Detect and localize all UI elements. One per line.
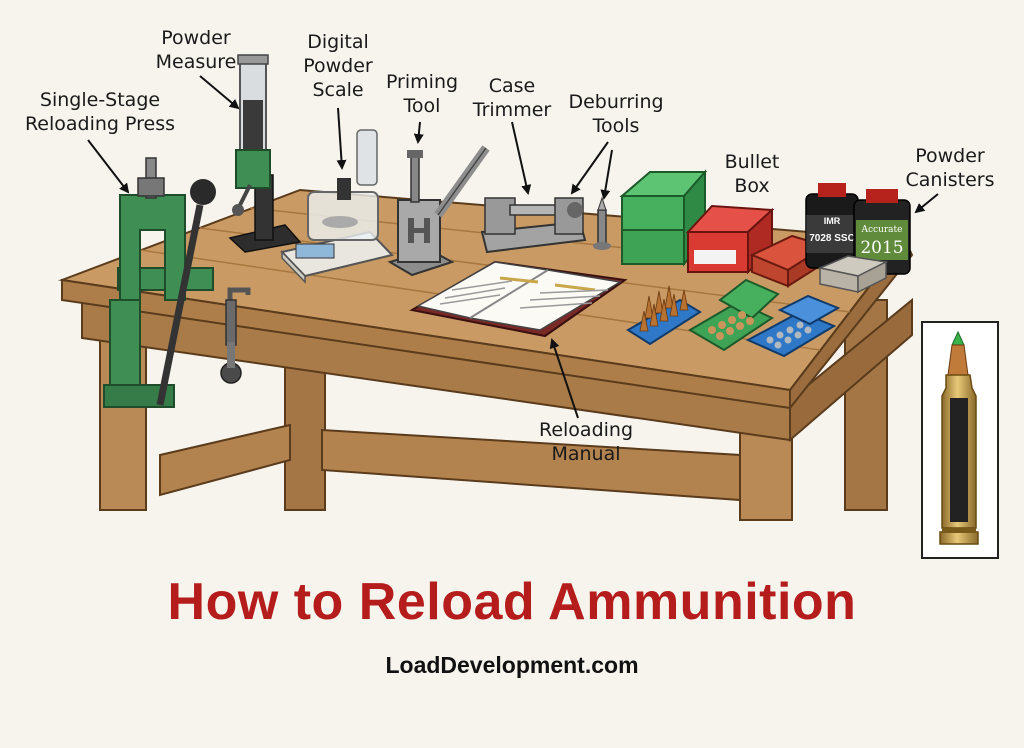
bullet-box (685, 204, 775, 275)
cartridge-tray (817, 255, 889, 294)
cartridge-cutaway-inset (921, 321, 999, 559)
callout-arrows (87, 75, 939, 419)
powder-measure (228, 54, 302, 253)
deburring-tool (593, 196, 611, 250)
loading-block-bullets (626, 285, 702, 346)
reloading-press (103, 157, 216, 408)
reloading-manual (409, 260, 628, 338)
canister-left-brand: IMR (824, 216, 841, 226)
page-title: How to Reload Ammunition (167, 573, 857, 631)
canister-right-brand: Accurate (861, 225, 903, 235)
powder-canister-imr: IMR 7028 SSC (805, 183, 859, 269)
ammo-box-blue (745, 294, 841, 358)
bench-clamp (220, 287, 251, 384)
digital-scale (280, 129, 394, 284)
canister-right-label: 2015 (860, 238, 903, 258)
website-label: LoadDevelopment.com (385, 652, 639, 678)
case-trimmer (480, 197, 587, 254)
priming-tool (387, 145, 490, 277)
canister-left-label: 7028 SSC (809, 233, 855, 244)
powder-canister-accurate: Accurate 2015 (853, 189, 911, 275)
ammo-box-green-open (688, 278, 780, 352)
